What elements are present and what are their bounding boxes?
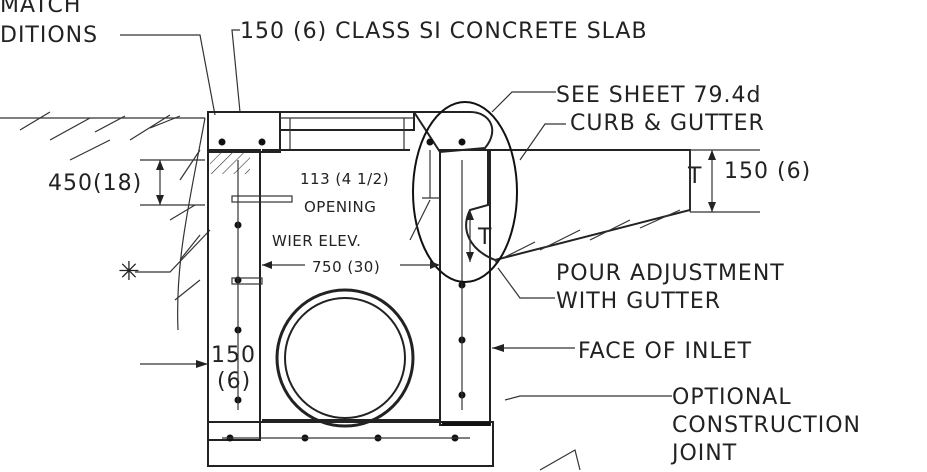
- label-pour-1: POUR ADJUSTMENT: [556, 261, 785, 286]
- label-pour-2: WITH GUTTER: [556, 289, 721, 314]
- dimension-lines: [140, 150, 716, 368]
- label-opening: OPENING: [304, 198, 376, 216]
- label-conditions: DITIONS: [0, 23, 98, 48]
- label-optional-1: OPTIONAL: [672, 385, 792, 410]
- break-line: [539, 449, 581, 471]
- asterisk-symbol: ✳: [118, 257, 140, 287]
- label-face: FACE OF INLET: [578, 339, 752, 364]
- label-wall-6: (6): [217, 369, 251, 394]
- label-opening-dim: 113 (4 1/2): [300, 170, 389, 188]
- leader-lines: [120, 29, 672, 401]
- label-t-gutter: T: [477, 225, 492, 250]
- label-match: MATCH: [0, 0, 81, 18]
- label-wier: WIER ELEV.: [272, 232, 361, 250]
- pipe-section: [275, 288, 415, 428]
- label-see-sheet: SEE SHEET 79.4d: [556, 83, 761, 108]
- label-optional-3: JOINT: [670, 441, 737, 466]
- label-slab: 150 (6) CLASS SI CONCRETE SLAB: [240, 19, 648, 44]
- label-curb-gutter: CURB & GUTTER: [570, 111, 765, 136]
- label-optional-2: CONSTRUCTION: [672, 413, 861, 438]
- detail-highlight-oval: [412, 101, 518, 283]
- ground-hatch: [0, 111, 206, 331]
- gutter-pavement: [465, 149, 760, 263]
- label-curb-150: 150 (6): [724, 159, 811, 184]
- label-wall-150: 150: [211, 343, 256, 368]
- label-depth-450: 450(18): [48, 171, 142, 196]
- inlet-structure: [207, 111, 494, 467]
- label-width-750: 750 (30): [312, 258, 380, 276]
- opening-slots: [231, 195, 293, 285]
